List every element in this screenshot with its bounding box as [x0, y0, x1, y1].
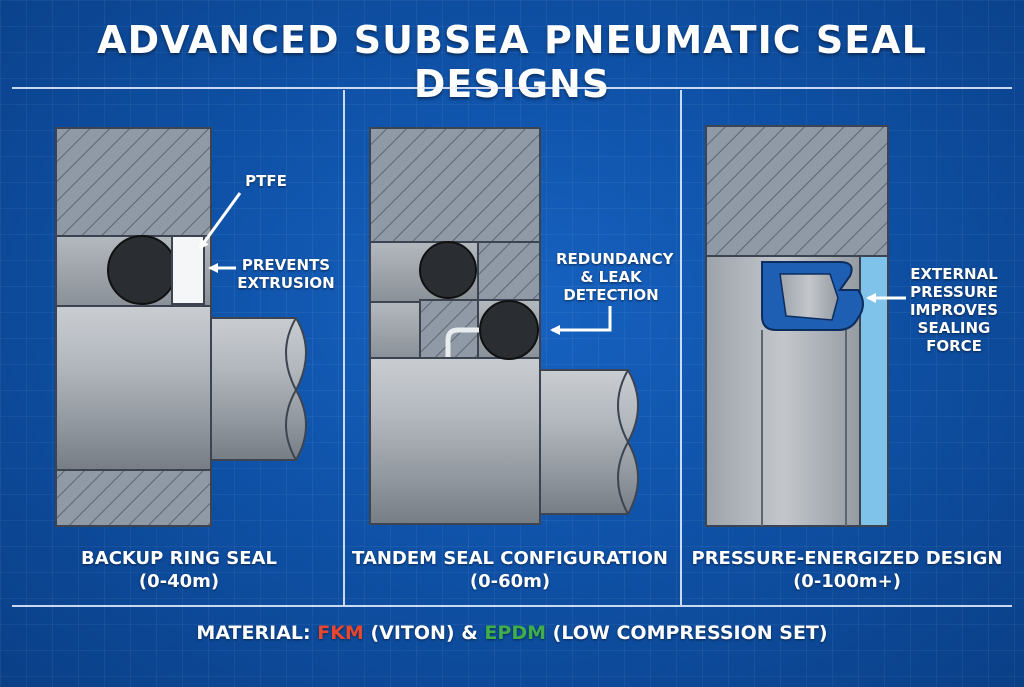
pressure-label: EXTERNAL PRESSURE IMPROVES SEALING FORCE [909, 265, 999, 355]
panel-divider-2 [680, 90, 682, 605]
housing-step [477, 241, 541, 301]
pressure-energized-diagram [705, 125, 906, 527]
ptfe-arrow [198, 192, 242, 250]
rod-break-line [617, 369, 630, 515]
redundancy-label: REDUNDANCY & LEAK DETECTION [556, 250, 674, 304]
secondary-o-ring [479, 300, 539, 360]
panel-name: TANDEM SEAL CONFIGURATION [352, 548, 668, 569]
materials-footer: MATERIAL: FKM (VITON) & EPDM (LOW COMPRE… [0, 622, 1024, 644]
left-body [369, 301, 421, 359]
page-title: ADVANCED SUBSEA PNEUMATIC SEAL DESIGNS [97, 18, 927, 106]
housing-top [369, 127, 541, 243]
panel-name: BACKUP RING SEAL [81, 548, 277, 569]
tandem-seal-diagram [369, 127, 639, 525]
extrusion-label: PREVENTS EXTRUSION [237, 256, 335, 292]
housing-top [55, 127, 212, 237]
footer-divider [12, 605, 1012, 607]
rod-extension [210, 317, 307, 461]
o-ring [107, 235, 177, 305]
piston-shaft [55, 305, 212, 471]
backup-ring-seal-diagram [55, 127, 307, 527]
panel-name: PRESSURE-ENERGIZED DESIGN [691, 548, 1003, 569]
panel-label-pressure-energized: PRESSURE-ENERGIZED DESIGN (0-100m+) [682, 547, 1012, 593]
primary-o-ring [419, 241, 477, 299]
panel-range: (0-40m) [138, 571, 220, 592]
ptfe-label: PTFE [245, 172, 287, 190]
footer-middle: (VITON) & [363, 622, 485, 644]
fkm-material: FKM [317, 622, 364, 644]
panel-divider-1 [343, 90, 345, 605]
panel-range: (0-100m+) [793, 571, 901, 592]
redundancy-arrow [550, 306, 612, 335]
epdm-material: EPDM [484, 622, 547, 644]
footer-suffix: (LOW COMPRESSION SET) [546, 622, 828, 644]
housing-bottom [55, 469, 212, 527]
ptfe-backup-ring [171, 235, 205, 305]
leak-detection-port [445, 327, 486, 358]
panel-label-backup-ring: BACKUP RING SEAL (0-40m) [14, 547, 344, 593]
housing-top [705, 125, 889, 257]
title-divider [12, 87, 1012, 89]
panel-label-tandem: TANDEM SEAL CONFIGURATION (0-60m) [345, 547, 675, 593]
footer-prefix: MATERIAL: [196, 622, 318, 644]
lip-seal-cavity [779, 273, 839, 321]
rod-extension [539, 369, 639, 515]
piston-shaft [369, 357, 541, 525]
panel-range: (0-60m) [469, 571, 551, 592]
rod-break-line [285, 317, 298, 461]
